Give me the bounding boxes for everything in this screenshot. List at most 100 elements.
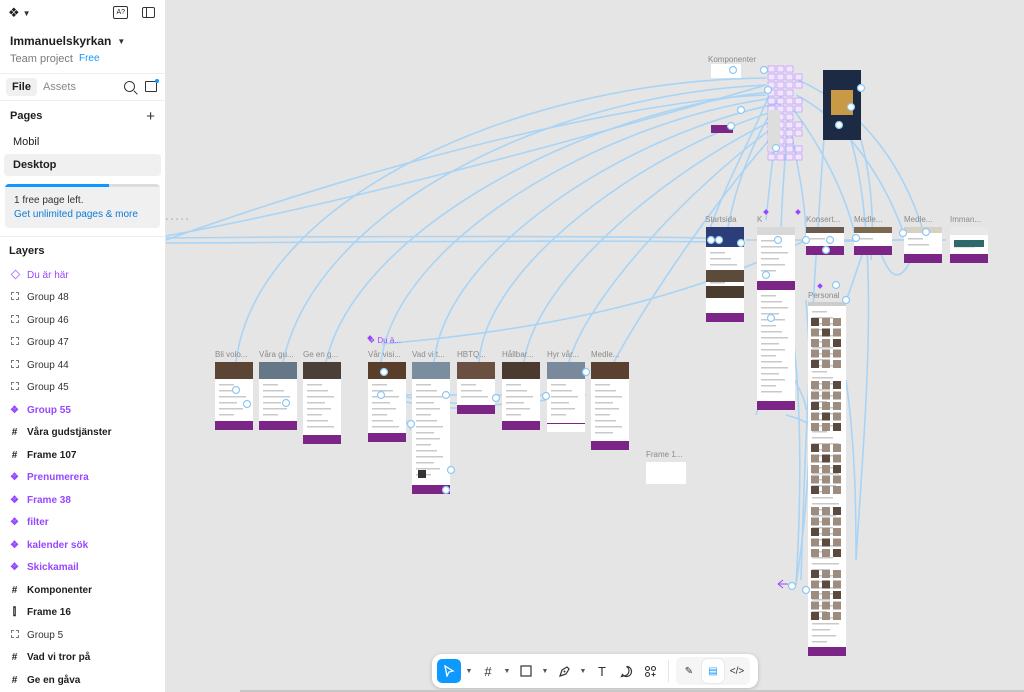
frame-label-vad-vi-tror[interactable]: Vad vi t... bbox=[412, 350, 445, 359]
frame-label-frame-1[interactable]: Frame 1... bbox=[646, 450, 683, 459]
frame-text-line bbox=[263, 402, 281, 404]
dev-mode-icon[interactable]: </> bbox=[729, 665, 745, 677]
component-instance bbox=[785, 145, 794, 153]
layer-item[interactable]: #Frame 107 bbox=[0, 444, 165, 467]
frame-label-startsida[interactable]: Startsida bbox=[705, 215, 737, 224]
layer-item[interactable]: Group 47 bbox=[0, 332, 165, 355]
layer-item[interactable]: Du är här bbox=[0, 264, 165, 287]
design-mode-icon[interactable]: ▤ bbox=[702, 659, 724, 683]
connection-node bbox=[831, 280, 841, 290]
layer-label: Group 48 bbox=[27, 292, 69, 304]
search-icon[interactable] bbox=[124, 81, 135, 92]
tab-file[interactable]: File bbox=[6, 78, 37, 96]
frame-footer bbox=[457, 405, 495, 414]
frame-label-medle-2[interactable]: Medle... bbox=[904, 215, 933, 224]
frame-text-line bbox=[710, 252, 725, 254]
tab-assets[interactable]: Assets bbox=[42, 81, 76, 93]
staff-portrait bbox=[833, 601, 841, 610]
staff-portrait bbox=[833, 507, 841, 515]
frame-text-line bbox=[416, 396, 443, 398]
page-item-mobil[interactable]: Mobil bbox=[13, 136, 40, 148]
toggle-sidebar-icon[interactable] bbox=[142, 7, 155, 18]
frame-text-line bbox=[812, 527, 833, 529]
chevron-down-icon[interactable]: ▼ bbox=[465, 667, 473, 675]
chevron-down-icon[interactable]: ▼ bbox=[579, 667, 587, 675]
frame-label-komponenter[interactable]: Komponenter bbox=[708, 55, 757, 64]
frame-text-line bbox=[812, 503, 839, 505]
project-name-button[interactable]: Immanuelskyrkan ▼ bbox=[10, 34, 155, 48]
comment-tool-icon[interactable] bbox=[615, 659, 637, 683]
ai-badge[interactable]: A? bbox=[113, 6, 128, 19]
plan-badge[interactable]: Free bbox=[78, 53, 100, 64]
layer-item[interactable]: Group 48 bbox=[0, 287, 165, 310]
text-tool-icon[interactable]: T bbox=[598, 663, 606, 679]
layer-item[interactable]: Group 46 bbox=[0, 309, 165, 332]
layer-item[interactable]: Group 44 bbox=[0, 354, 165, 377]
frame-label-hallbarhet[interactable]: Hållbar... bbox=[502, 350, 534, 359]
layer-item[interactable]: ❖Skickamail bbox=[0, 557, 165, 580]
layer-item[interactable]: #Komponenter bbox=[0, 579, 165, 602]
component-instance bbox=[776, 81, 785, 89]
frame-label-k[interactable]: K bbox=[757, 215, 763, 224]
layer-item[interactable]: ❖kalender sök bbox=[0, 534, 165, 557]
staff-portrait bbox=[833, 580, 841, 589]
frame-label-vara-gudstjanster[interactable]: Våra gu... bbox=[259, 350, 294, 359]
layer-label: Skickamail bbox=[27, 562, 79, 574]
layer-item[interactable]: ⫿Frame 16 bbox=[0, 602, 165, 625]
frame-label-medle-1[interactable]: Medle... bbox=[854, 215, 883, 224]
draw-mode-icon[interactable]: ✎ bbox=[684, 665, 694, 677]
frame-label-personal[interactable]: Personal bbox=[808, 291, 840, 300]
frame-text-line bbox=[812, 515, 836, 517]
frame-label-du-ar-har[interactable]: ❖ Du ä... bbox=[368, 336, 401, 345]
frame-label-ge-en-gava[interactable]: Ge en g... bbox=[303, 350, 339, 359]
component-icon: ❖ bbox=[10, 472, 19, 484]
layer-item[interactable]: ❖Prenumerera bbox=[0, 467, 165, 490]
frame-text-line bbox=[812, 641, 827, 643]
add-page-icon[interactable]: + bbox=[146, 107, 155, 125]
layer-item[interactable]: #Ge en gåva bbox=[0, 669, 165, 692]
actions-tool-icon[interactable] bbox=[639, 659, 661, 683]
canvas[interactable]: Komponenter Startsida K Konsert... Medle… bbox=[166, 0, 1024, 692]
layer-item[interactable]: #Våra gudstjänster bbox=[0, 422, 165, 445]
main-menu-button[interactable]: ❖ ▼ bbox=[8, 5, 31, 21]
layer-item[interactable]: Group 5 bbox=[0, 624, 165, 647]
chevron-down-icon[interactable]: ▼ bbox=[503, 667, 511, 675]
layer-item[interactable]: ❖ filter bbox=[0, 512, 165, 535]
frame-label-imman[interactable]: Imman... bbox=[950, 215, 982, 224]
pen-tool-icon[interactable] bbox=[553, 659, 575, 683]
layer-item[interactable]: #Vad vi tror på bbox=[0, 647, 165, 670]
rectangle-tool-icon[interactable] bbox=[515, 659, 537, 683]
layer-label: filter bbox=[27, 517, 49, 529]
upgrade-link[interactable]: Get unlimited pages & more bbox=[14, 209, 138, 220]
move-tool-icon[interactable] bbox=[437, 659, 461, 683]
pages-title: Pages bbox=[10, 110, 43, 122]
component-instance bbox=[794, 73, 803, 81]
frame-text-line bbox=[263, 384, 278, 386]
component-icon: ❖ bbox=[10, 517, 19, 529]
frame-label-konsert[interactable]: Konsert... bbox=[806, 215, 841, 224]
frame-text-line bbox=[416, 468, 440, 470]
component-instance bbox=[776, 89, 785, 97]
frame-text-line bbox=[551, 390, 572, 392]
frame-label-medle-3[interactable]: Medle... bbox=[591, 350, 620, 359]
frame-text-line bbox=[812, 371, 827, 373]
frame-label-var-vision[interactable]: Vår visi... bbox=[368, 350, 401, 359]
frame-label-bli-volontar[interactable]: Bli volo... bbox=[215, 350, 248, 359]
group-icon bbox=[10, 292, 19, 303]
layer-label: Frame 107 bbox=[27, 449, 77, 461]
frame-text-line bbox=[761, 325, 776, 327]
frame-tool-icon[interactable]: # bbox=[484, 663, 492, 679]
layer-item[interactable]: Group 45 bbox=[0, 377, 165, 400]
layer-item[interactable]: ❖Frame 38 bbox=[0, 489, 165, 512]
layer-item[interactable]: ❖Group 55 bbox=[0, 399, 165, 422]
page-item-desktop[interactable]: Desktop bbox=[4, 154, 161, 176]
frame-text-line bbox=[416, 438, 440, 440]
frame-text-line bbox=[858, 238, 873, 240]
frame-label-hbtq[interactable]: HBTQ... bbox=[457, 350, 486, 359]
frame-text-line bbox=[219, 384, 234, 386]
frame-label-hyr-var[interactable]: Hyr vår... bbox=[547, 350, 580, 359]
staff-portrait bbox=[811, 507, 819, 515]
frame-text-line bbox=[812, 479, 830, 481]
chevron-down-icon[interactable]: ▼ bbox=[541, 667, 549, 675]
library-icon[interactable] bbox=[145, 79, 159, 92]
